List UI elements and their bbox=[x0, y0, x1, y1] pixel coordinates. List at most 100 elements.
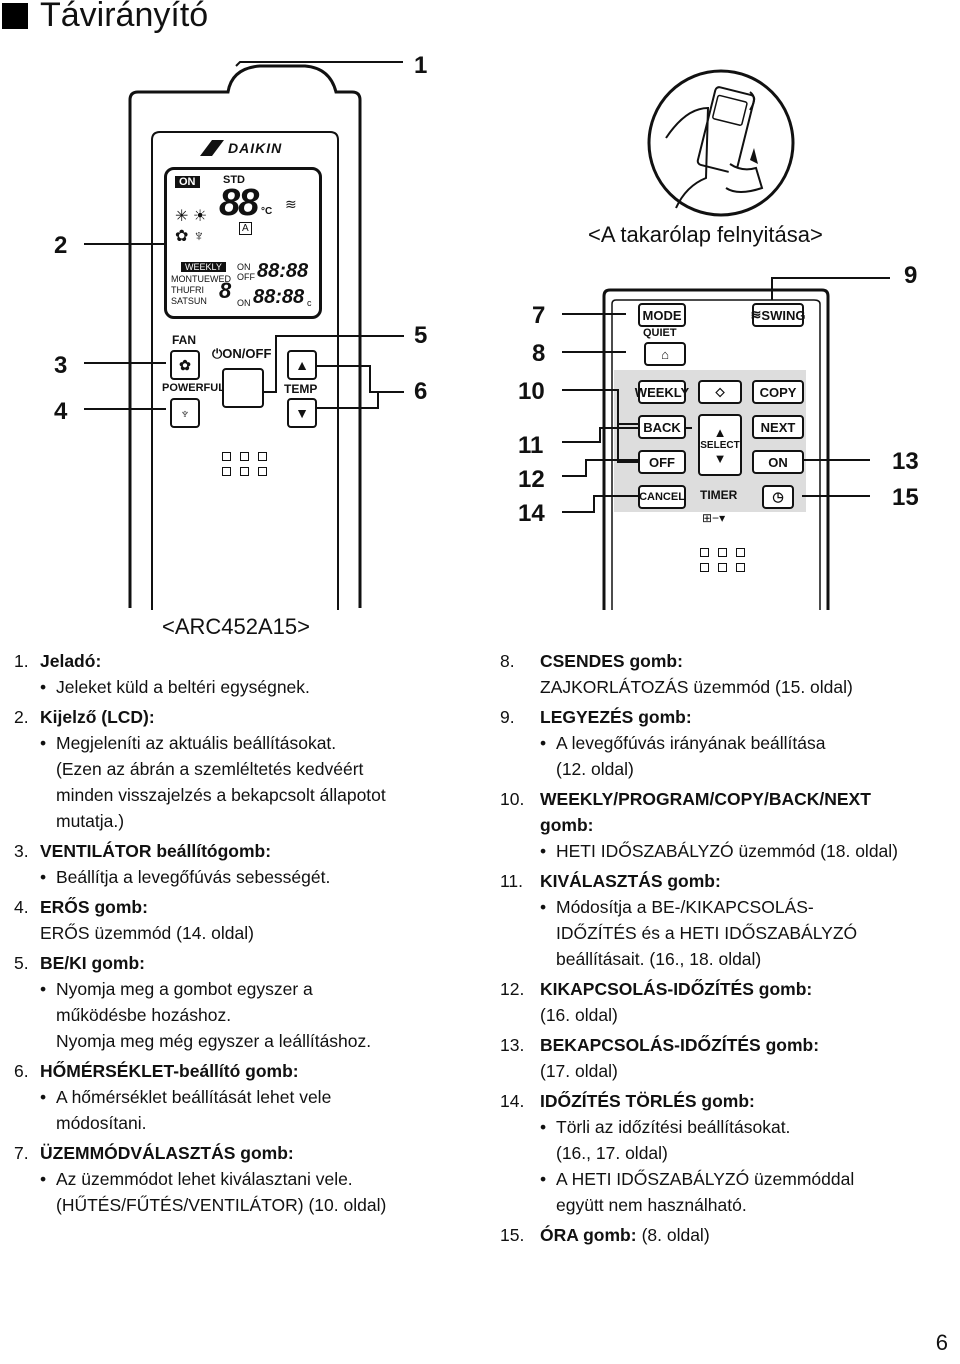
item-text: (12. oldal) bbox=[556, 759, 634, 779]
item-line: IDŐZÍTÉS és a HETI IDŐSZABÁLYZÓ bbox=[500, 920, 960, 946]
bullet-icon: • bbox=[40, 867, 47, 887]
item-title: ERŐS gomb: bbox=[40, 897, 148, 917]
off-timer-button[interactable]: OFF bbox=[638, 450, 686, 474]
lcd-off-label: OFF bbox=[237, 272, 255, 282]
page-title-text: Távirányító bbox=[40, 0, 209, 34]
item-number: 15. bbox=[500, 1225, 525, 1245]
list-item: 11.KIVÁLASZTÁS gomb:•Módosítja a BE-/KIK… bbox=[500, 868, 960, 972]
item-line: együtt nem használható. bbox=[500, 1192, 960, 1218]
callout-line-5 bbox=[261, 335, 404, 393]
bullet-icon: • bbox=[40, 733, 47, 753]
description-right-column: 8.CSENDES gomb:ZAJKORLÁTOZÁS üzemmód (15… bbox=[500, 648, 960, 1252]
select-button[interactable]: ▲ SELECT ▼ bbox=[698, 414, 742, 476]
list-item: 7.ÜZEMMÓDVÁLASZTÁS gomb:•Az üzemmódot le… bbox=[14, 1140, 484, 1218]
item-title: ÓRA gomb: bbox=[540, 1225, 637, 1245]
bullet-icon: • bbox=[540, 733, 547, 753]
lcd-big-digits: 88 bbox=[219, 182, 259, 224]
weekly-button[interactable]: WEEKLY bbox=[635, 380, 689, 404]
bullet-icon: • bbox=[540, 1117, 547, 1137]
swing-button[interactable]: ≋SWING bbox=[751, 303, 805, 327]
callout-line-6 bbox=[315, 365, 404, 409]
list-item: 3.VENTILÁTOR beállítógomb:•Beállítja a l… bbox=[14, 838, 484, 890]
bullet-icon: • bbox=[40, 1087, 47, 1107]
select-down-icon: ▼ bbox=[713, 450, 727, 466]
lcd-time-2: 88:88 bbox=[253, 286, 305, 308]
lcd-on-label-2: ON bbox=[237, 298, 251, 308]
callout-4: 4 bbox=[54, 398, 68, 425]
list-item: 12.KIKAPCSOLÁS-IDŐZÍTÉS gomb:(16. oldal) bbox=[500, 976, 960, 1028]
item-line: mutatja.) bbox=[14, 808, 484, 834]
lcd-days-1: MONTUEWED bbox=[171, 274, 231, 284]
item-line: (Ezen az ábrán a szemléltetés kedvéért bbox=[14, 756, 484, 782]
item-text: HETI IDŐSZABÁLYZÓ üzemmód (18. oldal) bbox=[556, 841, 899, 861]
copy-button[interactable]: COPY bbox=[752, 380, 804, 404]
temp-up-button[interactable]: ▲ bbox=[287, 350, 317, 380]
item-text: ZAJKORLÁTOZÁS üzemmód (15. oldal) bbox=[540, 677, 853, 697]
clock-button[interactable]: ◷ bbox=[762, 485, 794, 509]
callout-13: 13 bbox=[892, 448, 919, 475]
callout-line-1 bbox=[235, 61, 403, 67]
temp-label: TEMP bbox=[284, 382, 318, 396]
mode-button[interactable]: MODE bbox=[638, 303, 686, 327]
item-title: BE/KI gomb: bbox=[40, 953, 145, 973]
list-item: 14.IDŐZÍTÉS TÖRLÉS gomb:•Törli az időzít… bbox=[500, 1088, 960, 1218]
item-line: Nyomja meg még egyszer a leállításhoz. bbox=[14, 1028, 484, 1054]
powerful-button[interactable]: ♆ bbox=[170, 398, 200, 428]
next-button[interactable]: NEXT bbox=[752, 415, 804, 439]
item-text: (HŰTÉS/FŰTÉS/VENTILÁTOR) (10. oldal) bbox=[56, 1195, 387, 1215]
lcd-on: ON bbox=[175, 176, 200, 188]
item-line: működésbe hozáshoz. bbox=[14, 1002, 484, 1028]
item-line: beállításait. (16., 18. oldal) bbox=[500, 946, 960, 972]
quiet-button[interactable]: ⌂ bbox=[644, 342, 686, 366]
lcd-days-3: SATSUN bbox=[171, 296, 207, 306]
item-line: • A hőmérséklet beállítását lehet vele bbox=[14, 1084, 484, 1110]
callout-1: 1 bbox=[414, 52, 428, 79]
item-text: (17. oldal) bbox=[540, 1061, 618, 1081]
list-item: 2.Kijelző (LCD):•Megjeleníti az aktuális… bbox=[14, 704, 484, 834]
list-item: 8.CSENDES gomb:ZAJKORLÁTOZÁS üzemmód (15… bbox=[500, 648, 960, 700]
list-item: 6. HŐMÉRSÉKLET-beállító gomb: • A hőmérsékl… bbox=[14, 1058, 484, 1136]
lcd-days-2: THUFRI bbox=[171, 285, 204, 295]
callout-11: 11 bbox=[518, 432, 544, 459]
page-title: Távirányító bbox=[2, 0, 208, 35]
item-text: Beállítja a levegőfúvás sebességét. bbox=[56, 867, 331, 887]
item-number: 11. bbox=[500, 871, 524, 891]
lcd-swing-icon: ≋ bbox=[285, 196, 297, 212]
fan-button[interactable]: ✿ bbox=[170, 350, 200, 380]
list-item: 4.ERŐS gomb:ERŐS üzemmód (14. oldal) bbox=[14, 894, 484, 946]
onoff-button[interactable] bbox=[222, 368, 264, 408]
back-button[interactable]: BACK bbox=[638, 415, 686, 439]
item-line: • Beállítja a levegőfúvás sebességét. bbox=[14, 864, 484, 890]
powerful-icon: ♆ bbox=[179, 405, 191, 421]
item-line: •Módosítja a BE-/KIKAPCSOLÁS- bbox=[500, 894, 960, 920]
program-button[interactable]: ⬦ bbox=[698, 380, 742, 404]
item-number: 4. bbox=[14, 897, 29, 917]
model-caption: <ARC452A15> bbox=[162, 614, 310, 639]
callout-7: 7 bbox=[532, 302, 546, 329]
on-timer-button[interactable]: ON bbox=[752, 450, 804, 474]
item-text: A hőmérséklet beállítását lehet vele bbox=[56, 1087, 332, 1107]
down-arrow-icon: ▼ bbox=[295, 405, 309, 421]
temp-down-button[interactable]: ▼ bbox=[287, 398, 317, 428]
item-line: (12. oldal) bbox=[500, 756, 960, 782]
item-title: Jeladó: bbox=[40, 651, 102, 671]
daikin-logo-icon bbox=[200, 140, 224, 156]
item-number: 3. bbox=[14, 841, 29, 861]
lcd-c-small: c bbox=[307, 298, 312, 308]
callout-15: 15 bbox=[892, 484, 919, 511]
title-square-icon bbox=[2, 2, 28, 29]
onoff-text: ON/OFF bbox=[222, 346, 272, 361]
callout-5: 5 bbox=[414, 322, 428, 349]
lcd-weekly: WEEKLY bbox=[181, 262, 226, 272]
item-number: 9. bbox=[500, 707, 515, 727]
item-title: HŐMÉRSÉKLET-beállító gomb: bbox=[40, 1061, 299, 1081]
cancel-button[interactable]: CANCEL bbox=[638, 485, 686, 509]
item-text: Az üzemmódot lehet kiválasztani vele. bbox=[56, 1169, 353, 1189]
item-line: •Nyomja meg a gombot egyszer a bbox=[14, 976, 484, 1002]
bullet-icon: • bbox=[540, 1169, 547, 1189]
item-line: minden visszajelzés a bekapcsolt állapot… bbox=[14, 782, 484, 808]
item-number: 6. bbox=[14, 1061, 29, 1081]
item-text: (Ezen az ábrán a szemléltetés kedvéért bbox=[56, 759, 364, 779]
item-number: 14. bbox=[500, 1091, 525, 1111]
